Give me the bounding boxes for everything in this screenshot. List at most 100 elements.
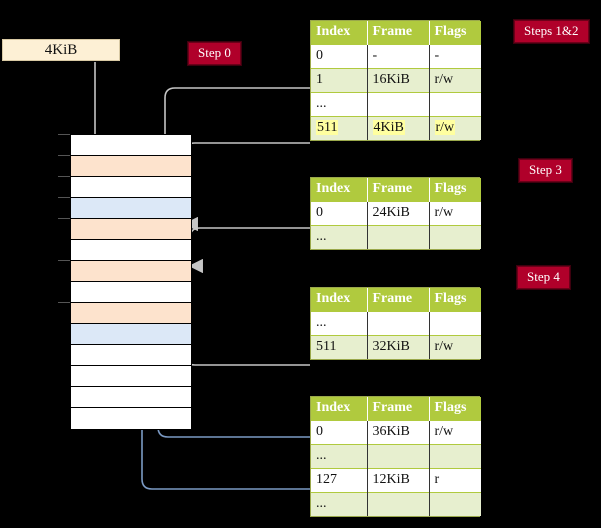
virtual-address-box: 4KiB: [2, 39, 120, 61]
table-cell: [367, 311, 430, 336]
table-cell: ...: [311, 444, 368, 469]
table-cell: r: [429, 468, 481, 493]
table-cell: 32KiB: [367, 335, 430, 359]
memory-row-tick: [58, 134, 70, 135]
table-cell: 127: [311, 468, 368, 493]
virtual-address-label: 4KiB: [44, 41, 78, 58]
table-cell: 0: [311, 201, 368, 226]
badge-steps-1-2: Steps 1&2: [514, 20, 589, 43]
badge-step-3-label: Step 3: [529, 162, 562, 177]
table-cell: r/w: [429, 116, 481, 140]
wire-step4: [172, 300, 310, 366]
table-cell: r/w: [429, 68, 481, 93]
table-cell: [429, 92, 481, 117]
table-cell: 36KiB: [367, 420, 430, 445]
table-cell: r/w: [429, 201, 481, 226]
column-header-frame: Frame: [367, 288, 430, 312]
highlighted-value: 4KiB: [372, 120, 405, 135]
memory-row-tick: [58, 302, 70, 303]
table-row: ...: [311, 444, 481, 469]
memory-row-tick: [58, 218, 70, 219]
column-header-flags: Flags: [429, 178, 481, 202]
badge-step-3: Step 3: [519, 159, 572, 182]
table-cell: -: [429, 44, 481, 69]
column-header-frame: Frame: [367, 178, 430, 202]
column-header-index: Index: [311, 397, 368, 421]
physical-memory-column: [70, 134, 192, 430]
highlighted-value: r/w: [434, 120, 456, 135]
memory-row-tick: [58, 155, 70, 156]
memory-frame-row: [71, 219, 191, 240]
badge-step-0: Step 0: [188, 42, 241, 65]
table-cell: 511: [311, 116, 368, 140]
table-cell: 12KiB: [367, 468, 430, 493]
table-cell: 0: [311, 44, 368, 69]
badge-step-4-label: Step 4: [527, 269, 560, 284]
column-header-flags: Flags: [429, 397, 481, 421]
table-cell: -: [367, 44, 430, 69]
table-row: ...: [311, 311, 481, 336]
table-cell: [429, 311, 481, 336]
column-header-index: Index: [311, 288, 368, 312]
table-row: 511 4KiB r/w: [311, 116, 481, 140]
table-row: ...: [311, 225, 481, 249]
memory-frame-row: [71, 135, 191, 156]
memory-frame-row: [71, 261, 191, 282]
table-cell: ...: [311, 225, 368, 249]
table-cell: [367, 92, 430, 117]
column-header-frame: Frame: [367, 21, 430, 45]
table-row: ...: [311, 92, 481, 117]
badge-steps-1-2-label: Steps 1&2: [524, 23, 579, 38]
table-cell: [429, 225, 481, 249]
memory-row-tick: [58, 197, 70, 198]
table-cell: 4KiB: [367, 116, 430, 140]
memory-frame-row: [71, 324, 191, 345]
column-header-flags: Flags: [429, 21, 481, 45]
memory-row-tick: [58, 176, 70, 177]
memory-frame-row: [71, 282, 191, 303]
table-cell: 24KiB: [367, 201, 430, 226]
table-cell: [429, 492, 481, 516]
table-cell: r/w: [429, 335, 481, 359]
column-header-index: Index: [311, 178, 368, 202]
badge-step-4: Step 4: [517, 266, 570, 289]
memory-frame-row: [71, 387, 191, 408]
badge-step-0-label: Step 0: [198, 45, 231, 60]
memory-frame-row: [71, 240, 191, 261]
wire-step3: [188, 227, 310, 274]
column-header-frame: Frame: [367, 397, 430, 421]
table-row: 0--: [311, 44, 481, 69]
table-cell: [367, 225, 430, 249]
memory-frame-row: [71, 198, 191, 219]
memory-frame-row: [71, 177, 191, 198]
column-header-flags: Flags: [429, 288, 481, 312]
memory-frame-row: [71, 345, 191, 366]
table-cell: 511: [311, 335, 368, 359]
memory-frame-row: [71, 156, 191, 177]
table-cell: r/w: [429, 420, 481, 445]
table-cell: ...: [311, 311, 368, 336]
memory-frame-row: [71, 303, 191, 324]
table-cell: [367, 444, 430, 469]
highlighted-value: 511: [316, 120, 339, 135]
table-row: ...: [311, 492, 481, 516]
table-cell: ...: [311, 92, 368, 117]
memory-row-tick: [58, 260, 70, 261]
memory-frame-row: [71, 408, 191, 429]
table-cell: ...: [311, 492, 368, 516]
table-cell: [367, 492, 430, 516]
column-header-index: Index: [311, 21, 368, 45]
table-cell: 0: [311, 420, 368, 445]
table-cell: [429, 444, 481, 469]
table-cell: 16KiB: [367, 68, 430, 93]
